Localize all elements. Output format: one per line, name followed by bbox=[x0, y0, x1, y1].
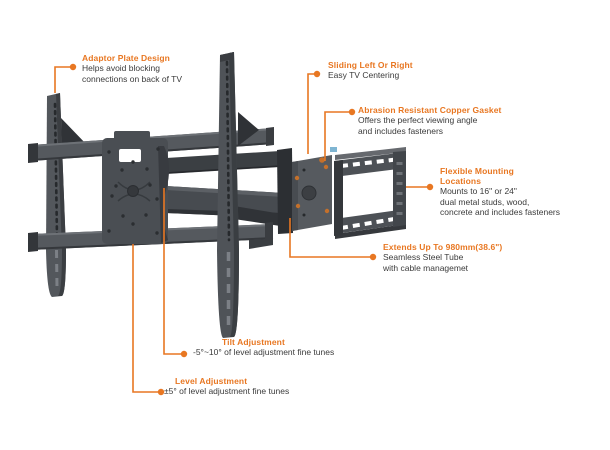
callout-level-adjustment: Level Adjustment ±5° of level adjustment… bbox=[164, 376, 289, 397]
wall-plate-right-post bbox=[393, 151, 406, 227]
copper-gasket bbox=[319, 157, 325, 163]
callout-tilt-adjustment: Tilt Adjustment -5°~10° of level adjustm… bbox=[193, 337, 334, 358]
copper-gasket bbox=[324, 208, 330, 214]
callout-adaptor-plate-design: Adaptor Plate Design Helps avoid blockin… bbox=[82, 53, 182, 84]
callout-flexible-mounting-locations: Flexible Mounting Locations Mounts to 16… bbox=[440, 166, 560, 218]
rail-gusset bbox=[238, 112, 259, 146]
callout-title: Adaptor Plate Design bbox=[82, 53, 170, 63]
callout-body-line: ±5° of level adjustment fine tunes bbox=[164, 386, 290, 396]
copper-gasket bbox=[323, 164, 329, 170]
leader-sliding bbox=[307, 73, 317, 154]
leader-copper-gasket bbox=[324, 111, 352, 161]
leader-tilt bbox=[163, 188, 184, 355]
copper-gasket bbox=[295, 203, 301, 209]
callout-title: Tilt Adjustment bbox=[222, 337, 285, 347]
callout-title: Locations bbox=[440, 176, 482, 186]
leader-dot-tilt bbox=[180, 350, 188, 358]
callout-extends-up-to-980mm: Extends Up To 980mm(38.6") Seamless Stee… bbox=[383, 242, 502, 273]
plate-notch bbox=[119, 149, 141, 162]
callout-body-line: Easy TV Centering bbox=[328, 70, 400, 80]
leader-dot-copper-gasket bbox=[348, 108, 356, 116]
callout-body-line: connections on back of TV bbox=[82, 73, 183, 84]
callout-body-line: with cable managemet bbox=[383, 262, 469, 273]
copper-gasket bbox=[294, 175, 300, 181]
plate-center-hole bbox=[127, 185, 139, 197]
callout-body-line: Offers the perfect viewing angle bbox=[358, 115, 478, 125]
leader-dots bbox=[69, 63, 434, 396]
callout-body-line: and includes fasteners bbox=[358, 125, 444, 136]
leader-dot-mounting-locations bbox=[426, 183, 434, 191]
leader-adaptor-plate bbox=[54, 66, 73, 93]
adaptor-plate bbox=[102, 131, 170, 244]
label-sticker bbox=[330, 147, 337, 152]
leader-dot-sliding bbox=[313, 70, 321, 78]
rail-holes bbox=[225, 60, 231, 242]
leader-dot-extends bbox=[369, 253, 377, 261]
leader-dot-adaptor-plate bbox=[69, 63, 77, 71]
callout-title: Extends Up To 980mm(38.6") bbox=[383, 242, 503, 252]
callout-body-line: Seamless Steel Tube bbox=[383, 252, 464, 262]
plate-holes bbox=[107, 147, 160, 235]
rail-slots bbox=[55, 249, 59, 289]
callout-body-line: -5°~10° of level adjustment fine tunes bbox=[193, 347, 335, 357]
tv-rail-left bbox=[46, 93, 88, 297]
leader-lines bbox=[54, 66, 430, 393]
leader-dot-level bbox=[157, 388, 165, 396]
rail-holes bbox=[53, 102, 59, 240]
wall-plate-left-post bbox=[334, 160, 343, 236]
callout-body-line: concrete and includes fasteners bbox=[440, 207, 561, 217]
head-back-bar bbox=[277, 148, 293, 234]
leader-level bbox=[132, 244, 161, 393]
wall-plate bbox=[330, 147, 406, 239]
callout-body-line: dual metal studs, wood, bbox=[440, 196, 530, 207]
callout-sliding-left-or-right: Sliding Left Or Right Easy TV Centering bbox=[328, 60, 413, 81]
callout-abrasion-resistant-copper-gasket: Abrasion Resistant Copper Gasket Offers … bbox=[358, 105, 502, 136]
head-cable-hole bbox=[301, 185, 317, 201]
leader-extends bbox=[289, 218, 373, 258]
callout-body-line: Mounts to 16" or 24" bbox=[440, 186, 517, 196]
wall-plate-top-slots bbox=[340, 157, 401, 168]
callout-title: Level Adjustment bbox=[175, 376, 248, 386]
wall-plate-bottom-slots bbox=[340, 216, 401, 230]
callout-title: Abrasion Resistant Copper Gasket bbox=[358, 105, 502, 115]
callout-title: Flexible Mounting bbox=[440, 166, 514, 176]
callout-body-line: Helps avoid blocking bbox=[82, 63, 160, 73]
tv-rail-right bbox=[217, 52, 259, 338]
callout-title: Sliding Left Or Right bbox=[328, 60, 413, 70]
arm-head bbox=[277, 148, 332, 234]
